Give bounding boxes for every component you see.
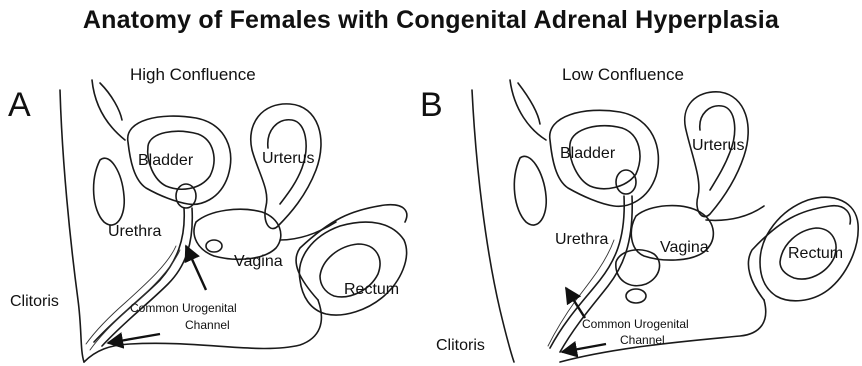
label-channel-line1: Common Urogenital — [130, 301, 237, 315]
panel-letter-b: B — [420, 86, 443, 124]
label-vagina: Vagina — [660, 239, 709, 256]
panel-letter-a: A — [8, 86, 31, 124]
label-urethra: Urethra — [555, 231, 608, 248]
panel-b-heading: Low Confluence — [562, 65, 684, 84]
panel-a-heading: High Confluence — [130, 65, 256, 84]
label-rectum: Rectum — [788, 245, 843, 262]
label-uterus: Urterus — [262, 150, 314, 167]
panel-b-uterus — [685, 92, 748, 217]
panel-a-clitoris-arrow — [108, 334, 160, 343]
panel-a-rectum — [299, 222, 406, 315]
label-vagina: Vagina — [234, 253, 283, 270]
panel-a-pubic-bone — [94, 158, 125, 225]
label-bladder: Bladder — [138, 152, 194, 169]
panel-b-clitoris-arrow — [562, 344, 606, 352]
panel-a-channel-arrow — [186, 246, 206, 290]
label-urethra: Urethra — [108, 223, 161, 240]
label-channel-line2: Channel — [185, 318, 230, 332]
label-uterus: Urterus — [692, 137, 744, 154]
panel-b: B Low Confluence — [420, 65, 858, 362]
panel-a-body-outline — [60, 80, 407, 362]
label-rectum: Rectum — [344, 281, 399, 298]
label-bladder: Bladder — [560, 145, 616, 162]
label-clitoris: Clitoris — [10, 293, 59, 310]
label-channel-line2: Channel — [620, 333, 665, 347]
panel-a-vagina — [194, 209, 281, 259]
label-channel-line1: Common Urogenital — [582, 317, 689, 331]
label-clitoris: Clitoris — [436, 337, 485, 354]
panel-a: A High Confluence — [8, 65, 407, 362]
panel-b-pubic-bone — [514, 156, 546, 225]
